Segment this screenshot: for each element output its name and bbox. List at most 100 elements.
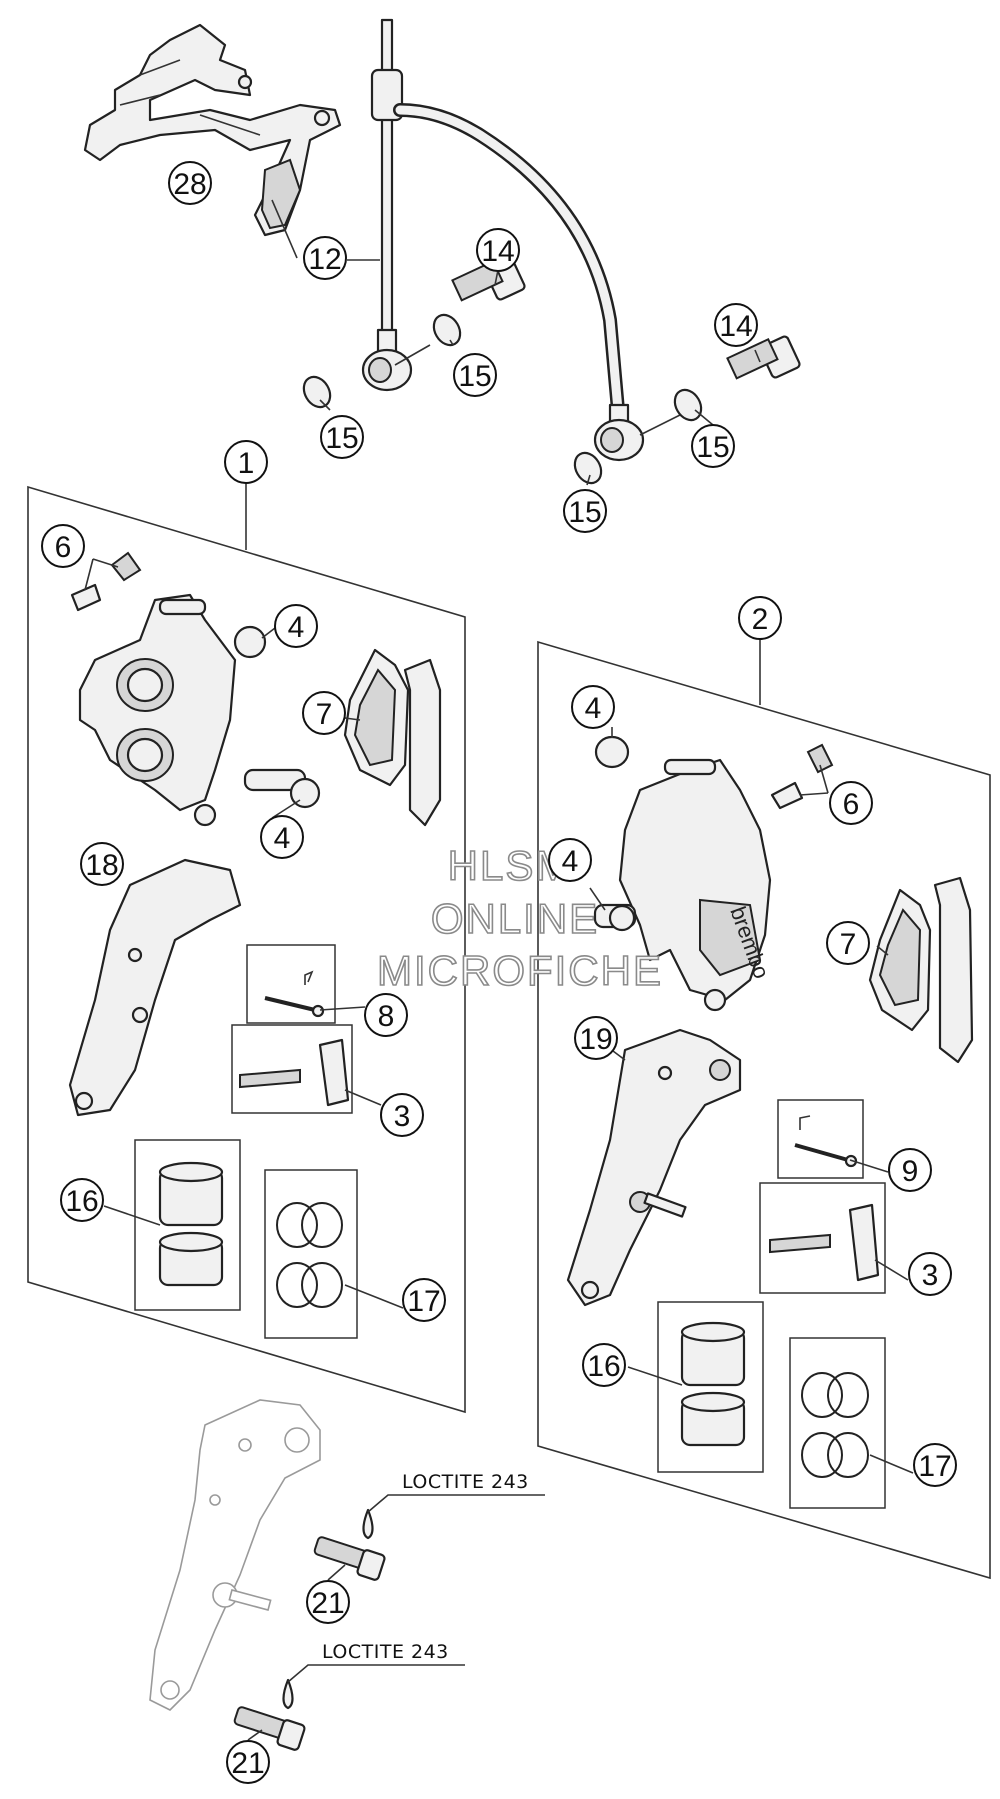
bleeder-valve-left (70, 551, 142, 612)
svg-text:6: 6 (55, 531, 72, 564)
pad-spring-right (769, 1203, 880, 1282)
svg-text:7: 7 (316, 698, 333, 731)
slide-pin-right-bottom (593, 903, 637, 932)
callout-7b: 7 (826, 921, 870, 965)
pad-spring-left (239, 1038, 350, 1107)
brake-caliper-right: brembo (618, 758, 774, 1012)
svg-text:15: 15 (568, 496, 601, 529)
seal-box-right (789, 1337, 886, 1509)
callout-6a: 6 (41, 524, 85, 568)
callout-15c: 15 (691, 424, 735, 468)
loctite-label-a: LOCTITE 243 (402, 1471, 529, 1493)
svg-text:18: 18 (85, 849, 118, 882)
washer-3 (573, 451, 603, 485)
leader-lines (84, 199, 914, 1741)
svg-text:16: 16 (587, 1350, 620, 1383)
callout-4d: 4 (548, 838, 592, 882)
washer-1 (302, 375, 332, 409)
loctite-label-b: LOCTITE 243 (322, 1641, 449, 1663)
callout-7a: 7 (302, 691, 346, 735)
banjo-bolt-a (394, 257, 526, 366)
slide-pin-left (233, 625, 321, 809)
brake-line-straight (370, 18, 404, 357)
callout-15d: 15 (563, 489, 607, 533)
callout-4b: 4 (260, 815, 304, 859)
callout-4a: 4 (274, 604, 318, 648)
caliper-support-ghost (149, 1399, 321, 1711)
hose-holder-bracket (83, 23, 342, 237)
banjo-fitting-a (361, 328, 413, 392)
callout-14b: 14 (714, 303, 758, 347)
svg-text:15: 15 (458, 360, 491, 393)
svg-text:6: 6 (843, 788, 860, 821)
callout-21a: 21 (306, 1580, 350, 1624)
loctite-drop-b (282, 1678, 294, 1710)
slide-pin-right-top (594, 735, 630, 769)
loctite-drop-a (362, 1508, 374, 1540)
callout-15b: 15 (320, 415, 364, 459)
svg-text:17: 17 (918, 1450, 951, 1483)
seals-left (276, 1202, 343, 1308)
svg-text:4: 4 (274, 822, 291, 855)
svg-text:14: 14 (481, 235, 514, 268)
svg-text:19: 19 (579, 1023, 612, 1056)
callout-15a: 15 (453, 353, 497, 397)
callout-18: 18 (80, 842, 124, 886)
banjo-bolt-b (639, 335, 801, 436)
watermark-line-2: ONLINE (431, 895, 599, 942)
brake-pads-right (868, 876, 974, 1064)
callouts: 28 12 14 15 15 14 15 15 1 2 6 4 7 4 18 8… (41, 161, 957, 1784)
pin-kit-left (264, 970, 325, 1018)
svg-text:21: 21 (231, 1747, 264, 1780)
watermark-line-3: MICROFICHE (377, 947, 663, 994)
svg-text:4: 4 (585, 692, 602, 725)
svg-text:28: 28 (173, 168, 206, 201)
banjo-fitting-b (593, 403, 645, 462)
svg-text:21: 21 (311, 1587, 344, 1620)
callout-3a: 3 (380, 1093, 424, 1137)
washer-2 (432, 313, 462, 347)
callout-1: 1 (224, 440, 268, 484)
svg-text:3: 3 (394, 1100, 411, 1133)
callout-17b: 17 (913, 1443, 957, 1487)
callout-6b: 6 (829, 781, 873, 825)
brake-pads-left (343, 648, 442, 827)
callout-2: 2 (738, 596, 782, 640)
svg-text:17: 17 (407, 1285, 440, 1318)
svg-text:14: 14 (719, 310, 752, 343)
caliper-support-left (68, 858, 242, 1117)
kit-panel-2 (537, 640, 991, 1580)
svg-text:3: 3 (922, 1259, 939, 1292)
svg-text:4: 4 (562, 845, 579, 878)
washer-4 (673, 388, 703, 422)
pistons-left (158, 1161, 224, 1287)
callout-16a: 16 (60, 1178, 104, 1222)
callout-4c: 4 (571, 685, 615, 729)
callout-16b: 16 (582, 1343, 626, 1387)
kit-panel-1 (27, 485, 466, 1414)
svg-text:9: 9 (902, 1155, 919, 1188)
seal-box-left (264, 1169, 358, 1339)
brake-line-curved (393, 103, 625, 417)
bleeder-valve-right (770, 743, 834, 810)
callout-12: 12 (303, 236, 347, 280)
screw-a (313, 1536, 386, 1581)
svg-text:2: 2 (752, 603, 769, 636)
callout-28: 28 (168, 161, 212, 205)
svg-text:15: 15 (696, 431, 729, 464)
svg-text:4: 4 (288, 611, 305, 644)
svg-text:12: 12 (308, 243, 341, 276)
svg-text:7: 7 (840, 928, 857, 961)
svg-text:8: 8 (378, 1000, 395, 1033)
svg-text:16: 16 (65, 1185, 98, 1218)
callout-14a: 14 (476, 228, 520, 272)
pistons-right (680, 1321, 746, 1447)
seals-right (801, 1372, 869, 1478)
watermark: HLSM ONLINE MICROFICHE (376, 841, 663, 995)
callout-21b: 21 (226, 1740, 270, 1784)
callout-19: 19 (574, 1016, 618, 1060)
svg-text:15: 15 (325, 422, 358, 455)
svg-text:1: 1 (238, 447, 255, 480)
callout-8: 8 (364, 993, 408, 1037)
caliper-support-right (566, 1028, 742, 1307)
